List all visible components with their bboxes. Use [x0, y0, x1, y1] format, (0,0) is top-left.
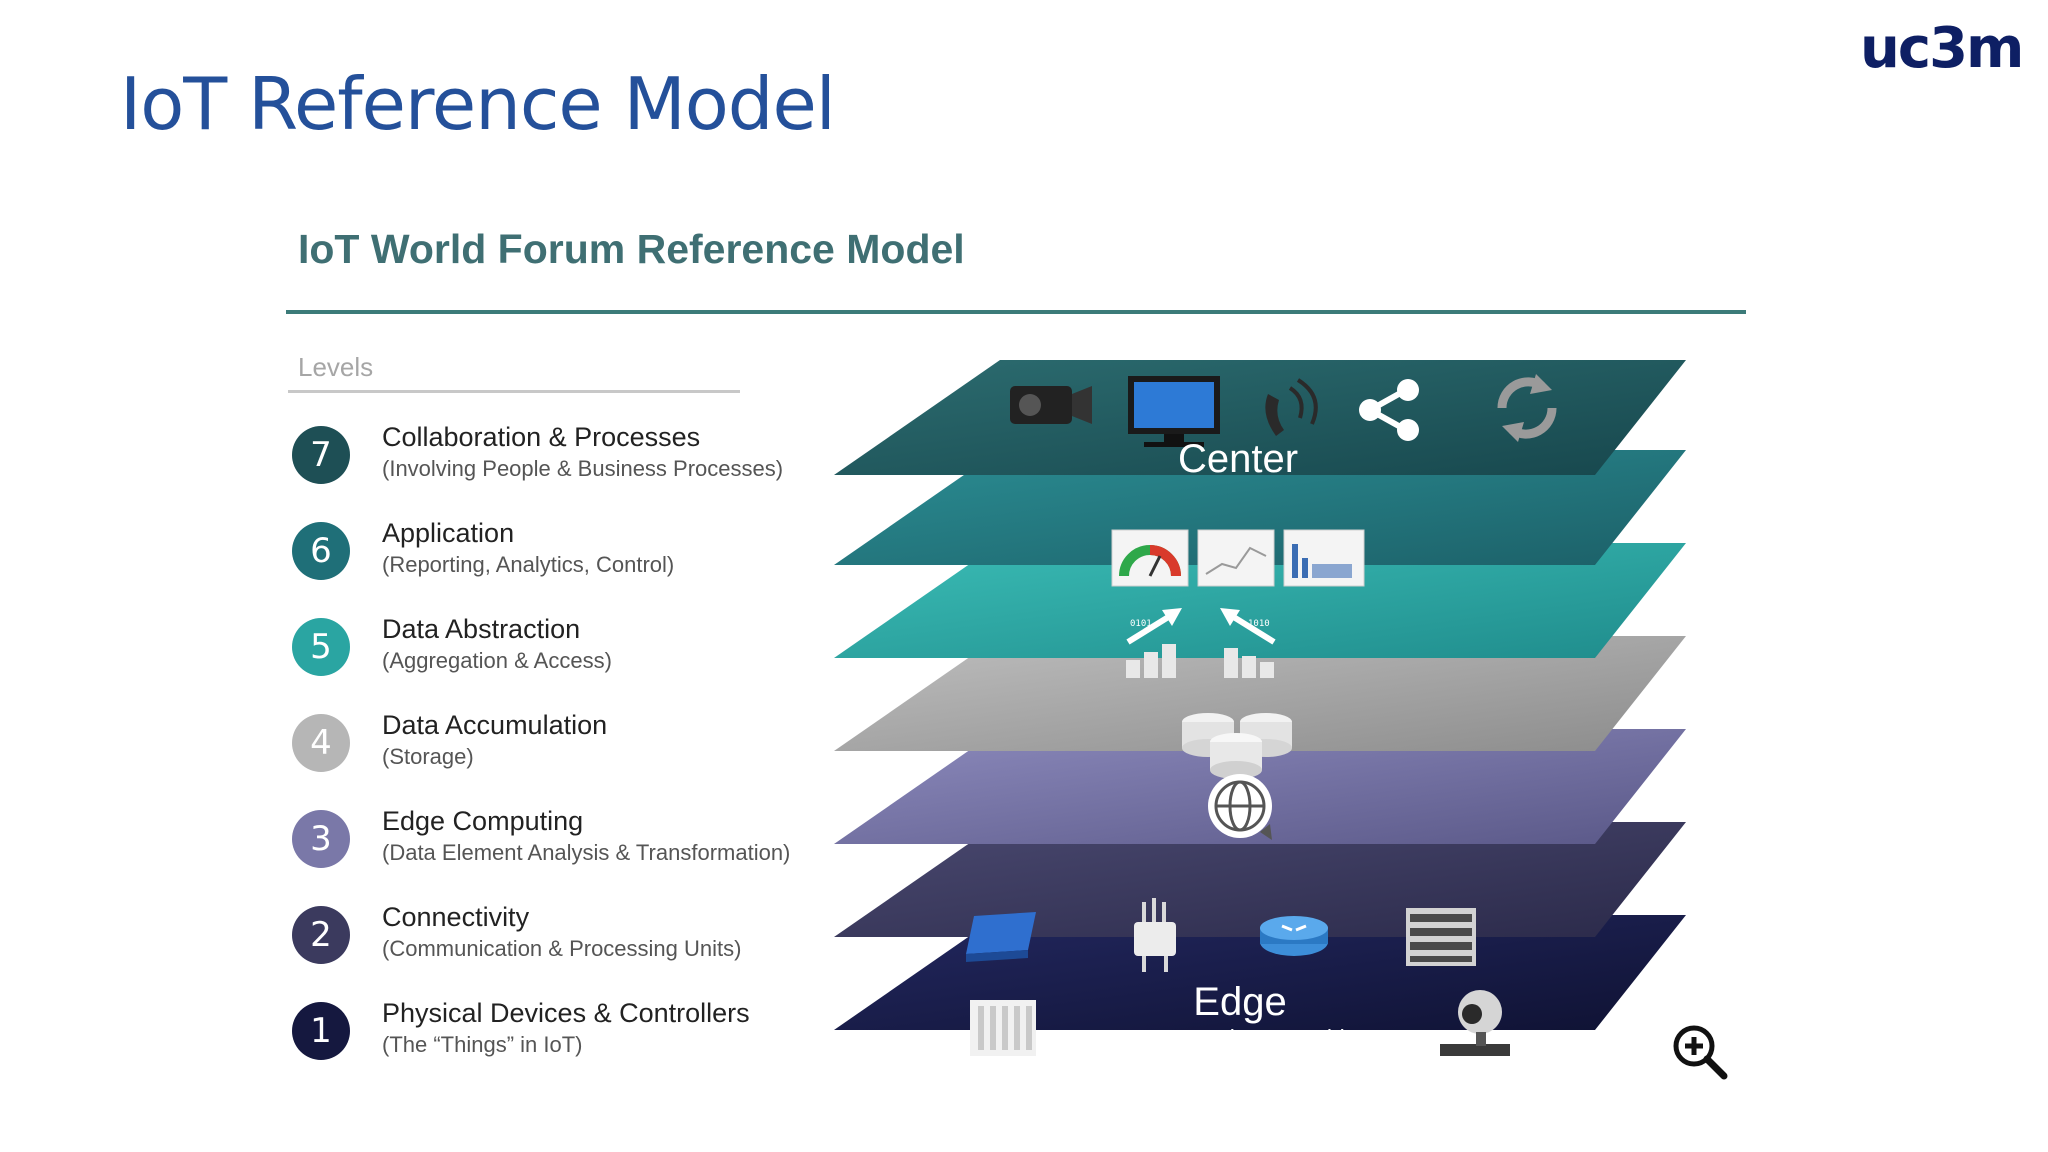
level-badge-3: 3 [292, 810, 350, 868]
globe-transform-icon [1208, 774, 1272, 840]
level-name-1: Physical Devices & Controllers [382, 998, 750, 1028]
levels-heading: Levels [298, 352, 374, 382]
level-desc-5: (Aggregation & Access) [382, 648, 612, 673]
edge-sublabel-2: Intelligent Edge Nodes of all types [1066, 1053, 1414, 1079]
layer-6-plate [834, 450, 1686, 565]
center-label: Center [1178, 437, 1298, 481]
sync-icon [1497, 374, 1557, 442]
level-row-1: 1 Physical Devices & Controllers (The “T… [292, 998, 852, 1070]
level-row-4: 4 Data Accumulation (Storage) [292, 710, 852, 782]
level-name-2: Connectivity [382, 902, 530, 932]
level-row-3: 3 Edge Computing (Data Element Analysis … [292, 806, 852, 878]
layer-4-plate [834, 636, 1686, 751]
access-point-icon [1134, 898, 1176, 972]
layer-stack-diagram: Center 0101 [834, 360, 1686, 1079]
svg-text:0101: 0101 [1130, 619, 1152, 629]
levels-divider [288, 390, 740, 393]
level-desc-7: (Involving People & Business Processes) [382, 456, 784, 481]
edge-label: Edge [1193, 980, 1286, 1024]
level-desc-3: (Data Element Analysis & Transformation) [382, 840, 791, 865]
level-desc-6: (Reporting, Analytics, Control) [382, 552, 675, 577]
video-camera-icon [1010, 386, 1092, 424]
level-badge-4: 4 [292, 714, 350, 772]
level-badge-5: 5 [292, 618, 350, 676]
level-name-3: Edge Computing [382, 806, 584, 836]
level-name-6: Application [382, 518, 515, 548]
gauge-chart-icon [1111, 529, 1189, 587]
edge-sublabel-1: Sensors, Devices, Machines, [1092, 1025, 1389, 1051]
level-row-7: 7 Collaboration & Processes (Involving P… [292, 422, 852, 494]
line-chart-icon [1197, 529, 1275, 587]
server-rack-icon [1406, 908, 1476, 966]
level-desc-4: (Storage) [382, 744, 474, 769]
database-icon [1182, 713, 1292, 779]
svg-text:1010: 1010 [1248, 619, 1270, 629]
level-desc-1: (The “Things” in IoT) [382, 1032, 583, 1057]
controller-panel-icon [970, 1000, 1036, 1056]
level-badge-7: 7 [292, 426, 350, 484]
level-name-4: Data Accumulation [382, 710, 608, 740]
zoom-in-icon[interactable] [1670, 1022, 1730, 1082]
figure-title: IoT World Forum Reference Model [298, 226, 965, 272]
layer-5-plate [834, 543, 1686, 658]
phone-icon [1265, 378, 1318, 436]
access-icon: 1010 [1220, 608, 1276, 678]
level-row-5: 5 Data Abstraction (Aggregation & Access… [292, 614, 852, 686]
level-row-6: 6 Application (Reporting, Analytics, Con… [292, 518, 852, 590]
bar-chart-icon [1283, 529, 1365, 587]
surveillance-camera-icon [1440, 990, 1510, 1056]
level-desc-2: (Communication & Processing Units) [382, 936, 742, 961]
switch-icon [966, 912, 1036, 962]
level-name-5: Data Abstraction [382, 614, 581, 644]
level-badge-6: 6 [292, 522, 350, 580]
share-icon [1359, 379, 1419, 441]
slide-title: IoT Reference Model [120, 62, 836, 146]
level-badge-1: 1 [292, 1002, 350, 1060]
monitor-icon [1128, 376, 1220, 447]
aggregation-icon: 0101 [1126, 608, 1182, 678]
level-row-2: 2 Connectivity (Communication & Processi… [292, 902, 852, 974]
reference-model-figure: IoT World Forum Reference Model Levels 7… [270, 200, 1780, 1100]
figure-title-divider [286, 310, 1746, 314]
uc3m-logo: uc3m [1860, 16, 2024, 81]
level-name-7: Collaboration & Processes [382, 422, 701, 452]
router-icon [1260, 916, 1328, 956]
level-badge-2: 2 [292, 906, 350, 964]
